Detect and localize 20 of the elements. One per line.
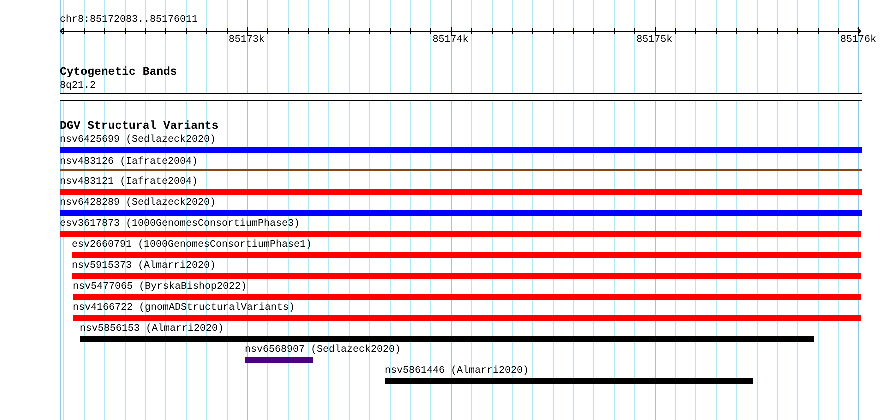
variant-label: nsv4166722 (gnomADStructuralVariants): [73, 303, 296, 314]
tick-label: 85173k: [228, 35, 265, 46]
tick-label: 85175k: [636, 35, 673, 46]
variant-label: nsv483126 (Iafrate2004): [60, 157, 198, 168]
variant-label: esv3617873 (1000GenomesConsortiumPhase3): [60, 219, 300, 230]
variant-label: nsv6425699 (Sedlazeck2020): [60, 135, 216, 146]
track-title: DGV Structural Variants: [60, 121, 219, 133]
tick-label: 85174k: [432, 35, 469, 46]
variant-label: nsv5915373 (Almarri2020): [72, 261, 216, 272]
variant-label: nsv483121 (Iafrate2004): [60, 177, 198, 188]
variant-label: nsv6568907 (Sedlazeck2020): [245, 345, 402, 356]
tick-label: 85176k: [840, 35, 876, 46]
variant-label: esv2660791 (1000GenomesConsortiumPhase1): [72, 240, 312, 251]
track-title: Cytogenetic Bands: [60, 67, 178, 79]
variant-label: nsv5477065 (ByrskaBishop2022): [73, 282, 248, 293]
variant-label: nsv5856153 (Almarri2020): [80, 324, 224, 335]
variant-label: nsv5861446 (Almarri2020): [385, 366, 530, 377]
variant-label: nsv6428289 (Sedlazeck2020): [60, 198, 216, 209]
band-label: 8q21.2: [60, 81, 96, 92]
locus-label: chr8:85172083..85176011: [60, 15, 198, 26]
